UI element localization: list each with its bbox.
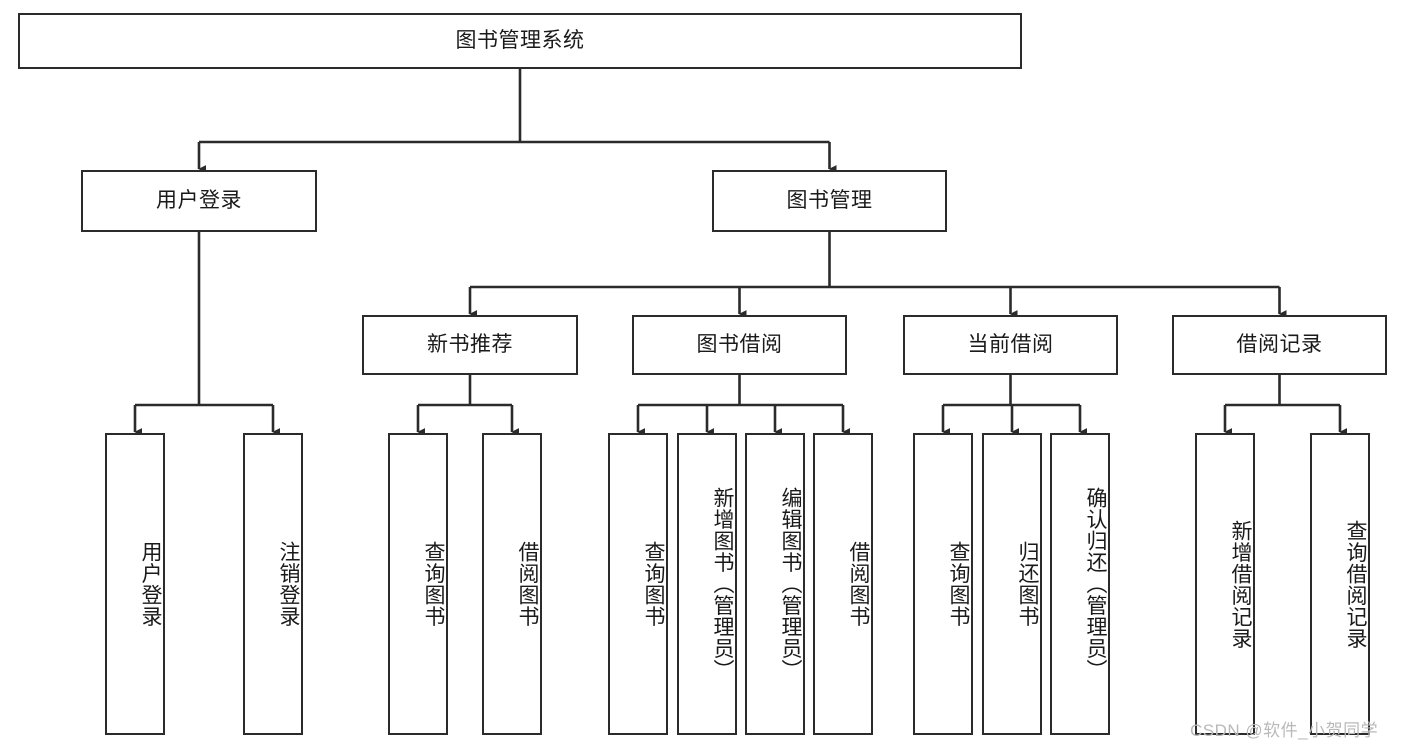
leaf-borrow-edit-book-label: 编辑图书（管理员） bbox=[779, 487, 802, 681]
leaf-recommend-borrow-book[interactable]: 借阅图书 bbox=[482, 433, 542, 735]
leaf-record-add[interactable]: 新增借阅记录 bbox=[1195, 433, 1255, 735]
leaf-current-query-book[interactable]: 查询图书 bbox=[913, 433, 973, 735]
leaf-recommend-query-book-label: 查询图书 bbox=[422, 541, 445, 627]
node-book-manage-label: 图书管理 bbox=[786, 189, 873, 213]
node-book-borrow-label: 图书借阅 bbox=[696, 333, 783, 357]
leaf-record-query[interactable]: 查询借阅记录 bbox=[1310, 433, 1370, 735]
leaf-record-query-label: 查询借阅记录 bbox=[1344, 519, 1367, 649]
leaf-recommend-query-book[interactable]: 查询图书 bbox=[388, 433, 448, 735]
leaf-user-logout-label: 注销登录 bbox=[277, 541, 300, 627]
leaf-current-confirm-return[interactable]: 确认归还（管理员） bbox=[1050, 433, 1110, 735]
leaf-borrow-add-book[interactable]: 新增图书（管理员） bbox=[677, 433, 737, 735]
node-book-borrow[interactable]: 图书借阅 bbox=[632, 315, 847, 375]
leaf-borrow-edit-book[interactable]: 编辑图书（管理员） bbox=[745, 433, 805, 735]
node-root-label: 图书管理系统 bbox=[455, 29, 585, 53]
node-book-manage[interactable]: 图书管理 bbox=[712, 170, 947, 232]
leaf-borrow-borrow-book-label: 借阅图书 bbox=[847, 541, 870, 627]
leaf-borrow-query-book[interactable]: 查询图书 bbox=[608, 433, 668, 735]
leaf-user-login[interactable]: 用户登录 bbox=[105, 433, 165, 735]
leaf-user-logout[interactable]: 注销登录 bbox=[243, 433, 303, 735]
leaf-borrow-borrow-book[interactable]: 借阅图书 bbox=[813, 433, 873, 735]
node-root[interactable]: 图书管理系统 bbox=[18, 13, 1022, 69]
leaf-record-add-label: 新增借阅记录 bbox=[1229, 519, 1252, 649]
node-new-book-recommend[interactable]: 新书推荐 bbox=[362, 315, 578, 375]
node-user-login-label: 用户登录 bbox=[156, 189, 242, 213]
csdn-watermark: CSDN @软件_小贺同学 bbox=[1190, 721, 1379, 740]
leaf-borrow-query-book-label: 查询图书 bbox=[642, 541, 665, 627]
leaf-borrow-add-book-label: 新增图书（管理员） bbox=[711, 487, 734, 681]
node-current-borrow-label: 当前借阅 bbox=[967, 333, 1054, 357]
node-current-borrow[interactable]: 当前借阅 bbox=[903, 315, 1118, 375]
node-borrow-record[interactable]: 借阅记录 bbox=[1172, 315, 1387, 375]
edge-group bbox=[133, 69, 1347, 436]
leaf-current-confirm-return-label: 确认归还（管理员） bbox=[1084, 487, 1107, 681]
node-borrow-record-label: 借阅记录 bbox=[1236, 333, 1323, 357]
node-new-book-recommend-label: 新书推荐 bbox=[427, 333, 513, 357]
leaf-current-return-book[interactable]: 归还图书 bbox=[982, 433, 1042, 735]
leaf-user-login-label: 用户登录 bbox=[139, 541, 162, 627]
node-user-login[interactable]: 用户登录 bbox=[81, 170, 317, 232]
leaf-current-query-book-label: 查询图书 bbox=[947, 541, 970, 627]
leaf-recommend-borrow-book-label: 借阅图书 bbox=[516, 541, 539, 627]
leaf-current-return-book-label: 归还图书 bbox=[1016, 541, 1039, 627]
